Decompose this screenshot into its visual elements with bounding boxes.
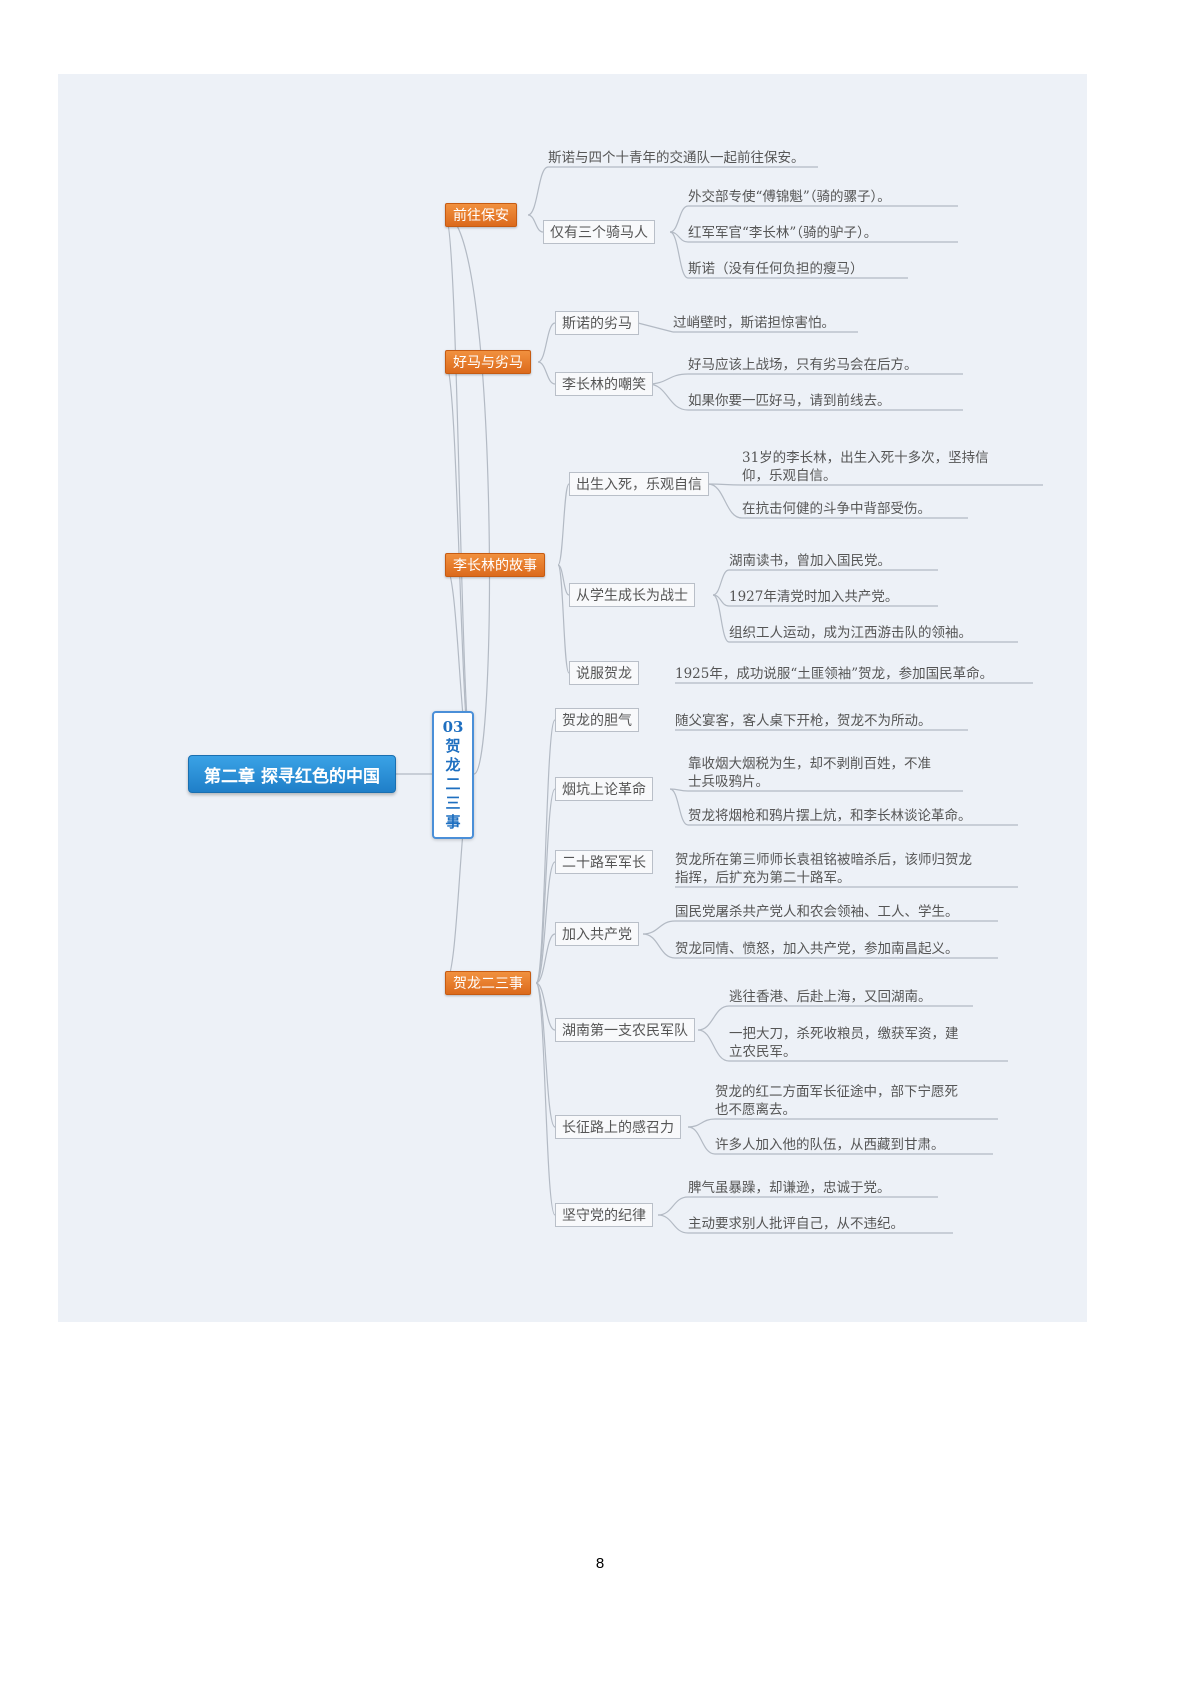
topic-node[interactable]: 前往保安 (445, 203, 517, 227)
root-node[interactable]: 第二章 探寻红色的中国 (188, 755, 396, 793)
subtopic-node[interactable]: 二十路军军长 (555, 850, 653, 874)
leaf-node[interactable]: 靠收烟大烟税为生，却不剥削百姓，不准士兵吸鸦片。 (688, 756, 931, 790)
connector-line (642, 933, 676, 959)
connector-line (642, 920, 676, 935)
connector-line (687, 1126, 716, 1155)
section-char: 事 (445, 813, 461, 831)
subtopic-node[interactable]: 坚守党的纪律 (555, 1203, 653, 1227)
connector-line (527, 214, 544, 233)
section-char: 二 (445, 775, 461, 793)
section-number: 03 (442, 718, 464, 736)
leaf-node[interactable]: 31岁的李长林，出生入死十多次，坚持信仰，乐观自信。 (742, 450, 989, 484)
connector-line (535, 861, 556, 984)
connector-line (535, 933, 556, 984)
page-number: 8 (595, 1555, 605, 1572)
mindmap-canvas: 第二章 探寻红色的中国 03 贺 龙 二 三 事 前往保安 好马与劣马 李长林的… (58, 74, 1087, 1322)
leaf-node[interactable]: 组织工人运动，成为江西游击队的领袖。 (729, 625, 972, 641)
leaf-node[interactable]: 逃往香港、后赴上海，又回湖南。 (729, 989, 932, 1005)
connector-line (647, 383, 689, 411)
connector-line (444, 214, 475, 775)
section-char: 三 (445, 794, 461, 812)
connector-line (535, 788, 556, 984)
subtopic-node[interactable]: 烟坑上论革命 (555, 777, 653, 801)
connector-line (712, 569, 730, 596)
leaf-node[interactable]: 红军军官“李长林”（骑的驴子）。 (688, 225, 878, 241)
connector-line (537, 361, 556, 385)
connector-line (707, 483, 743, 519)
leaf-node[interactable]: 在抗击何健的斗争中背部受伤。 (742, 501, 931, 517)
leaf-node[interactable]: 贺龙将烟枪和鸦片摆上炕，和李长林谈论革命。 (688, 808, 972, 824)
connector-line (687, 1118, 716, 1128)
leaf-node[interactable]: 国民党屠杀共产党人和农会领袖、工人、学生。 (675, 904, 959, 920)
section-char: 贺 (445, 737, 461, 755)
leaf-node[interactable]: 湖南读书，曾加入国民党。 (729, 553, 891, 569)
connector-line (535, 982, 556, 1216)
subtopic-node[interactable]: 湖南第一支农民军队 (555, 1018, 695, 1042)
connector-line (657, 1196, 689, 1216)
leaf-node[interactable]: 主动要求别人批评自己，从不违纪。 (688, 1216, 904, 1232)
connector-line (712, 594, 730, 643)
leaf-node[interactable]: 许多人加入他的队伍，从西藏到甘肃。 (715, 1137, 945, 1153)
connector-line (697, 1029, 730, 1062)
section-char: 龙 (445, 756, 461, 774)
subtopic-node[interactable]: 出生入死，乐观自信 (569, 472, 709, 496)
subtopic-node[interactable]: 加入共产党 (555, 922, 639, 946)
connector-lines (396, 166, 1043, 1234)
connector-line (697, 1005, 730, 1031)
leaf-node[interactable]: 好马应该上战场，只有劣马会在后方。 (688, 357, 918, 373)
leaf-node[interactable]: 一把大刀，杀死收粮员，缴获军资，建立农民军。 (729, 1026, 959, 1060)
leaf-node[interactable]: 随父宴客，客人桌下开枪，贺龙不为所动。 (675, 713, 932, 729)
connector-line (657, 1214, 689, 1234)
leaf-node[interactable]: 过峭壁时，斯诺担惊害怕。 (673, 315, 835, 331)
leaf-node[interactable]: 1925年，成功说服“土匪领袖”贺龙，参加国民革命。 (675, 666, 994, 682)
subtopic-node[interactable]: 斯诺的劣马 (555, 311, 639, 335)
subtopic-node[interactable]: 长征路上的感召力 (555, 1115, 681, 1139)
connector-line (637, 322, 674, 333)
connector-line (527, 166, 549, 216)
subtopic-node[interactable]: 说服贺龙 (569, 661, 639, 685)
connector-line (444, 214, 490, 775)
leaf-node[interactable]: 贺龙的红二方面军长征途中，部下宁愿死也不愿离去。 (715, 1084, 958, 1118)
subtopic-node[interactable]: 从学生成长为战士 (569, 583, 695, 607)
topic-node[interactable]: 贺龙二三事 (445, 971, 531, 995)
connector-line (669, 205, 689, 233)
topic-node[interactable]: 李长林的故事 (445, 553, 545, 577)
leaf-node[interactable]: 斯诺（没有任何负担的瘦马） (688, 261, 864, 277)
connector-line (647, 373, 689, 385)
leaf-node[interactable]: 脾气虽暴躁，却谦逊，忠诚于党。 (688, 1180, 891, 1196)
subtopic-node[interactable]: 李长林的嘲笑 (555, 372, 653, 396)
connector-line (535, 719, 556, 984)
section-node[interactable]: 03 贺 龙 二 三 事 (432, 711, 474, 839)
leaf-node[interactable]: 外交部专使“傅锦魁”（骑的骡子）。 (688, 189, 891, 205)
connector-line (535, 982, 556, 1128)
subtopic-node[interactable]: 贺龙的胆气 (555, 708, 639, 732)
connector-line (557, 483, 570, 566)
connector-line (669, 231, 689, 279)
leaf-node[interactable]: 斯诺与四个十青年的交通队一起前往保安。 (548, 150, 805, 166)
subtopic-node[interactable]: 仅有三个骑马人 (543, 220, 655, 244)
connector-line (537, 322, 556, 363)
connector-line (557, 564, 570, 674)
topic-node[interactable]: 好马与劣马 (445, 350, 531, 374)
leaf-node[interactable]: 如果你要一匹好马，请到前线去。 (688, 393, 891, 409)
leaf-node[interactable]: 贺龙同情、愤怒，加入共产党，参加南昌起义。 (675, 941, 959, 957)
leaf-node[interactable]: 1927年清党时加入共产党。 (729, 589, 899, 605)
connector-line (535, 982, 556, 1031)
leaf-node[interactable]: 贺龙所在第三师师长袁祖铭被暗杀后，该师归贺龙指挥，后扩充为第二十路军。 (675, 852, 972, 886)
connector-line (669, 788, 689, 826)
